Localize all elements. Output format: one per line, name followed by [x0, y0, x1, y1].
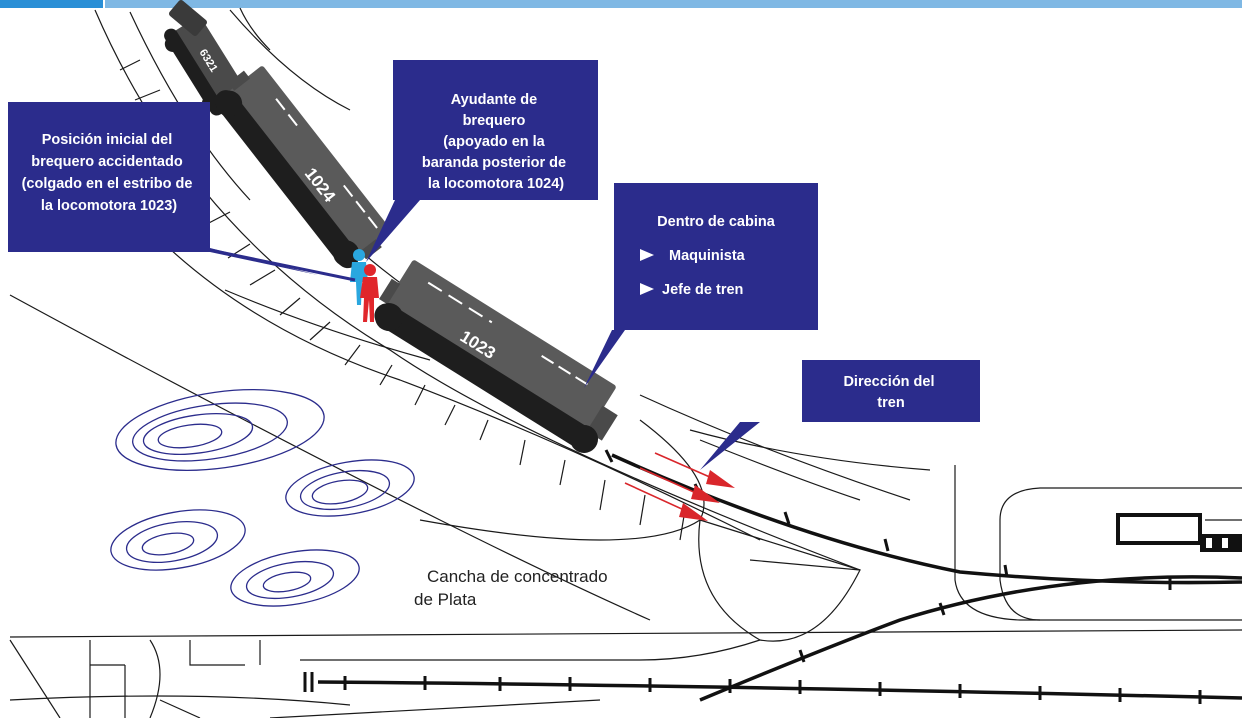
track-ties	[303, 449, 1202, 704]
callout-brequero-line-4: la locomotora 1023)	[41, 198, 177, 214]
callout-direccion: Dirección del tren	[700, 360, 980, 470]
person-ayudante	[350, 249, 368, 305]
callout-direccion-line-2: tren	[877, 395, 904, 411]
area-label-line-1: Cancha de concentrado	[427, 567, 608, 586]
callout-brequero-inicial: Posición inicial del brequero accidentad…	[8, 102, 356, 282]
locomotive-6321-nose	[169, 0, 207, 37]
top-bar	[0, 0, 1242, 8]
callout-ayudante-line-1: Ayudante de	[451, 92, 537, 108]
callout-direccion-line-1: Dirección del	[843, 374, 934, 390]
building-symbol	[1116, 513, 1242, 552]
callout-cabina-item-2: Jefe de tren	[662, 282, 743, 298]
contour-ellipses	[110, 388, 415, 607]
branch-track	[699, 575, 1242, 702]
callout-cabina: Dentro de cabina Maquinista Jefe de tren	[584, 183, 818, 388]
callout-ayudante-line-4: baranda posterior de	[422, 155, 566, 171]
locomotive-1023: 1023	[374, 260, 618, 453]
callout-ayudante-line-5: la locomotora 1024)	[428, 176, 564, 192]
main-track	[611, 453, 1242, 585]
svg-text:Dirección del tren: Dirección del tren	[843, 374, 938, 411]
callout-brequero-line-2: brequero accidentado	[31, 154, 183, 170]
locomotive-6321: 6321	[164, 16, 246, 116]
svg-text:Ayudante de brequero: Ayudante de brequero (apoyado en la bara…	[422, 92, 570, 192]
callout-cabina-title: Dentro de cabina	[657, 214, 776, 230]
lower-track	[317, 680, 1242, 700]
area-label: Cancha de concentrado de Plata	[414, 567, 612, 609]
top-bar-tab	[0, 0, 105, 8]
callout-ayudante-line-3: (apoyado en la	[443, 134, 545, 150]
direction-arrows	[624, 452, 735, 521]
callout-brequero-line-1: Posición inicial del	[42, 132, 173, 148]
terrain-lines	[9, 7, 1242, 718]
callout-ayudante: Ayudante de brequero (apoyado en la bara…	[366, 60, 598, 262]
svg-text:Posición inicial del bre: Posición inicial del brequero accidentad…	[22, 132, 197, 214]
area-label-line-2: de Plata	[414, 590, 477, 609]
callout-cabina-item-1: Maquinista	[669, 248, 746, 264]
locomotive-1024: 1024	[214, 66, 391, 269]
person-brequero	[360, 264, 379, 322]
callout-ayudante-line-2: brequero	[463, 113, 526, 129]
bullet-arrow-icon	[640, 249, 654, 261]
railway-tracks	[317, 453, 1242, 702]
callout-brequero-line-3: (colgado en el estribo de	[22, 176, 193, 192]
bullet-arrow-icon	[640, 283, 654, 295]
